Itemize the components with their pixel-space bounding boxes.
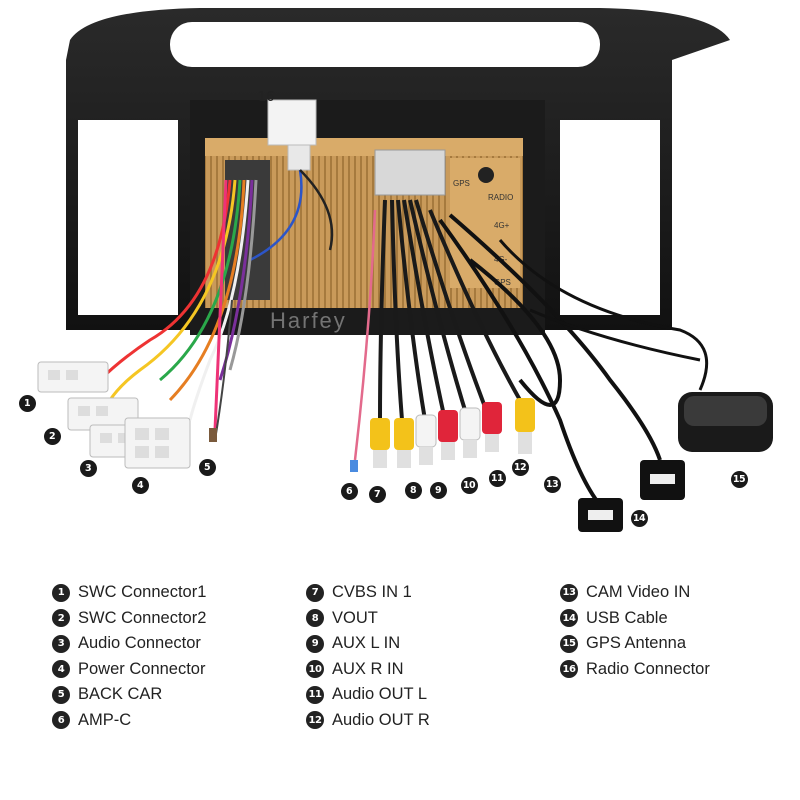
legend-label: CAM Video IN [586, 583, 691, 602]
legend-label: VOUT [332, 608, 378, 627]
swc-connector-2 [67, 397, 139, 431]
callout-10: 10 [459, 475, 479, 495]
legend-label: SWC Connector1 [78, 583, 207, 602]
callout-markers: 16 [258, 90, 275, 105]
callout-14: 14 [629, 508, 649, 528]
legend-label: Audio OUT L [332, 685, 428, 704]
rca-plug-cvbs-in-1 [370, 418, 390, 468]
unit-label: GPS [494, 278, 511, 287]
callout-1: 1 [17, 393, 37, 413]
usb-plug [640, 460, 685, 500]
legend-label: AUX L IN [332, 634, 401, 653]
callout-9: 9 [428, 480, 448, 500]
legend-label: GPS Antenna [586, 634, 686, 653]
brand-watermark: Harfey [270, 308, 347, 333]
rca-plug-audio-out-l [459, 407, 481, 458]
power-connector [124, 417, 191, 469]
legend-label: BACK CAR [78, 685, 163, 704]
unit-label: RADIO [488, 193, 513, 202]
callout-12: 12 [510, 457, 530, 477]
legend-label: AUX R IN [332, 659, 404, 678]
rca-plug-aux-l-in [415, 414, 437, 465]
unit-label: GPS [453, 179, 470, 188]
wire-harness [98, 179, 258, 441]
callout-16: 16 [258, 90, 275, 105]
callout-11: 11 [487, 468, 507, 488]
callout-2: 2 [42, 426, 62, 446]
usb-cables [438, 213, 662, 507]
callout-3: 3 [78, 458, 98, 478]
radio-connector [249, 99, 334, 262]
rca-plug-aux-r-in [438, 410, 458, 460]
amp-c-wire [350, 209, 377, 472]
head-unit-photo: GPS RADIO 4G+ 4G- GPS Harfey [37, 8, 773, 532]
callout-5: 5 [197, 457, 217, 477]
legend-label: CVBS IN 1 [332, 583, 412, 602]
callout-13: 13 [542, 474, 562, 494]
gps-antenna [498, 239, 773, 452]
legend-label: Audio Connector [78, 634, 201, 653]
swc-connector-1 [37, 361, 109, 393]
callout-4: 4 [130, 475, 150, 495]
callout-8: 8 [403, 480, 423, 500]
usb-plug [578, 498, 623, 532]
unit-label: 4G+ [494, 221, 510, 230]
rca-plug-vout [394, 418, 414, 468]
rca-cables [378, 199, 522, 421]
legend-label: Radio Connector [586, 659, 710, 678]
callout-7: 7 [367, 484, 387, 504]
heatsink: GPS RADIO 4G+ 4G- GPS [205, 138, 523, 308]
legend-label: AMP-C [78, 710, 132, 729]
callout-15: 15 [729, 469, 749, 489]
legend-label: Power Connector [78, 659, 206, 678]
callout-6: 6 [339, 481, 359, 501]
legend-label: USB Cable [586, 608, 668, 627]
legend-label: SWC Connector2 [78, 608, 207, 627]
legend-label: Audio OUT R [332, 710, 430, 729]
rca-plug-cam-video-in [515, 398, 535, 454]
rca-plug-audio-out-r [482, 402, 502, 452]
back-car-wire [209, 428, 217, 442]
